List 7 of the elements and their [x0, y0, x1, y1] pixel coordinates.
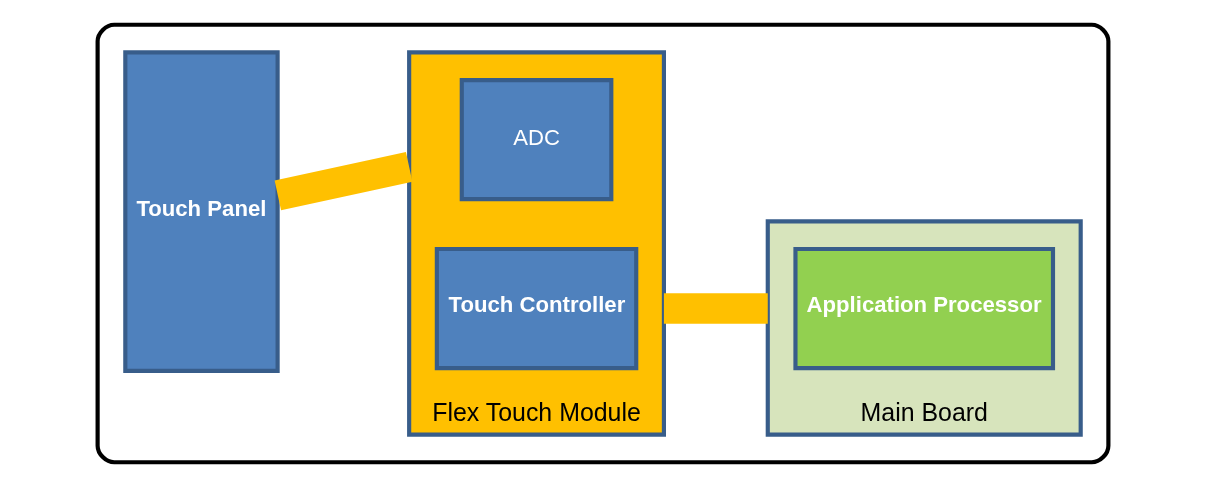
connector	[274, 152, 413, 211]
node-box: Touch Panel	[123, 50, 280, 373]
connector	[663, 293, 768, 324]
cluster	[95, 22, 1111, 465]
node-box: ADC	[459, 78, 614, 202]
node-box: Touch Controller	[434, 246, 639, 371]
node-box: Application Processor	[793, 246, 1056, 371]
